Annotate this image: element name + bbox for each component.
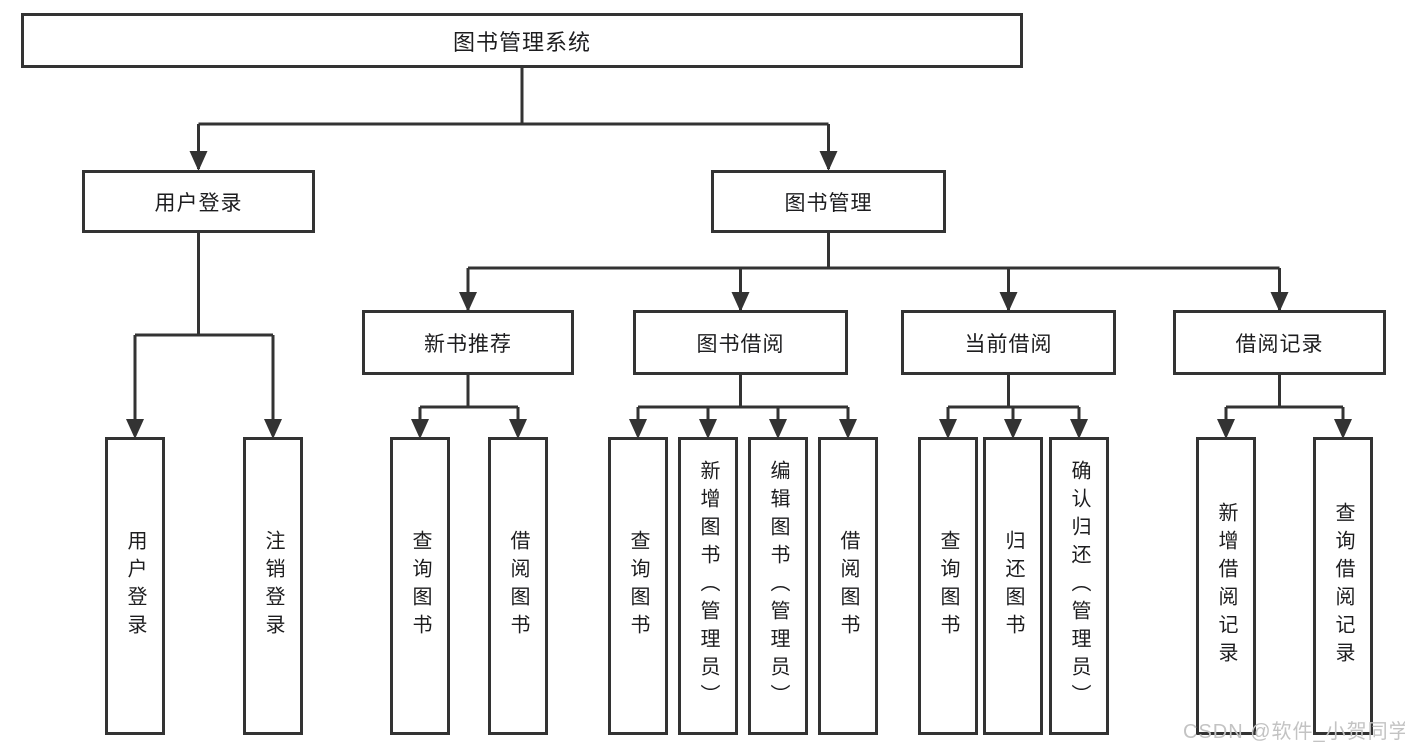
arrow-down-icon	[1070, 419, 1088, 439]
tree-edges	[133, 68, 1345, 436]
leaf-logout: 注销登录	[243, 437, 303, 735]
arrow-down-icon	[126, 419, 144, 439]
node-label: 用户登录	[154, 191, 243, 215]
node-label: 图书借阅	[696, 332, 785, 356]
arrow-down-icon	[769, 419, 787, 439]
node-current-borrowing: 当前借阅	[901, 310, 1116, 375]
arrow-down-icon	[629, 419, 647, 439]
node-book-management-module: 图书管理	[711, 170, 946, 233]
node-label: 查询借阅记录	[1332, 502, 1354, 670]
leaf-user-login: 用户登录	[105, 437, 165, 735]
arrow-down-icon	[1270, 292, 1289, 312]
node-label: 查询图书	[627, 530, 649, 642]
node-label: 图书管理系统	[452, 29, 591, 55]
leaf-query-books-recommend: 查询图书	[390, 437, 450, 735]
leaf-add-book-admin: 新增图书（管理员）	[678, 437, 738, 735]
node-label: 查询图书	[937, 530, 959, 642]
node-label: 用户登录	[124, 530, 146, 642]
leaf-borrow-books-borrowing: 借阅图书	[818, 437, 878, 735]
node-label: 新书推荐	[424, 332, 512, 356]
leaf-confirm-return-admin: 确认归还（管理员）	[1049, 437, 1109, 735]
node-user-login-module: 用户登录	[82, 170, 315, 233]
arrow-down-icon	[189, 151, 208, 171]
arrow-down-icon	[939, 419, 957, 439]
node-book-borrowing: 图书借阅	[633, 310, 848, 375]
node-label: 确认归还（管理员）	[1068, 460, 1090, 712]
node-label: 新增图书（管理员）	[697, 460, 719, 712]
arrow-down-icon	[1217, 419, 1235, 439]
node-root-system: 图书管理系统	[21, 13, 1023, 68]
node-label: 查询图书	[409, 530, 431, 642]
arrow-down-icon	[699, 419, 717, 439]
leaf-edit-book-admin: 编辑图书（管理员）	[748, 437, 808, 735]
arrow-down-icon	[459, 292, 477, 312]
arrow-down-icon	[731, 292, 750, 312]
arrow-down-icon	[839, 419, 857, 439]
node-label: 当前借阅	[964, 332, 1053, 356]
node-label: 借阅图书	[507, 530, 529, 642]
node-label: 归还图书	[1002, 530, 1024, 642]
arrow-down-icon	[411, 419, 429, 439]
leaf-query-borrow-record: 查询借阅记录	[1313, 437, 1373, 735]
arrow-down-icon	[1334, 419, 1352, 439]
leaf-add-borrow-record: 新增借阅记录	[1196, 437, 1256, 735]
leaf-query-books-borrowing: 查询图书	[608, 437, 668, 735]
node-label: 编辑图书（管理员）	[767, 460, 789, 712]
node-label: 借阅图书	[837, 530, 859, 642]
arrow-down-icon	[509, 419, 527, 439]
arrow-down-icon	[819, 151, 838, 171]
node-label: 借阅记录	[1235, 332, 1324, 356]
arrow-down-icon	[1004, 419, 1022, 439]
node-new-book-recommend: 新书推荐	[362, 310, 574, 375]
node-label: 注销登录	[262, 530, 284, 642]
arrow-down-icon	[264, 419, 282, 439]
leaf-query-books-current: 查询图书	[918, 437, 978, 735]
leaf-return-book: 归还图书	[983, 437, 1043, 735]
node-label: 新增借阅记录	[1215, 502, 1237, 670]
node-label: 图书管理	[784, 191, 873, 215]
leaf-borrow-books-recommend: 借阅图书	[488, 437, 548, 735]
arrow-down-icon	[999, 292, 1018, 312]
node-borrowing-records: 借阅记录	[1173, 310, 1386, 375]
csdn-watermark: CSDN @软件_小贺同学	[1183, 721, 1405, 743]
